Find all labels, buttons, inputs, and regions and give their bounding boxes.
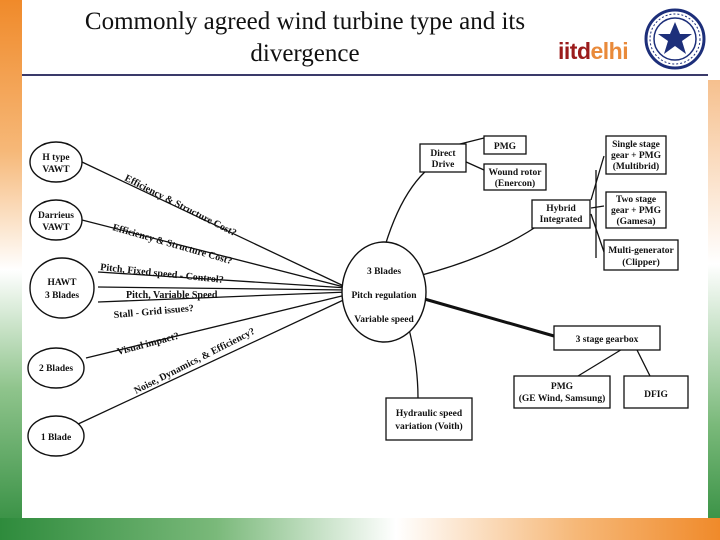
svg-text:HAWT: HAWT <box>47 278 77 288</box>
svg-text:1 Blade: 1 Blade <box>41 433 71 443</box>
edge-labels: Efficiency & Structure Cost? Efficiency … <box>100 173 257 397</box>
title-line-1: Commonly agreed wind turbine type and it… <box>84 8 526 35</box>
edge-label-3: Pitch, Fixed speed - Control? <box>100 262 224 286</box>
flag-band-left <box>0 0 22 540</box>
svg-text:gear + PMG: gear + PMG <box>611 151 662 161</box>
box-dfig <box>623 375 689 409</box>
institute-seal-icon <box>644 8 706 70</box>
svg-text:VAWT: VAWT <box>42 223 70 233</box>
edge-label-6: Visual impact? <box>116 331 180 358</box>
right-box-labels: Direct Drive PMG Wound rotor (Enercon) H… <box>395 140 674 432</box>
node-hawt-3-blades <box>29 257 95 319</box>
header-divider <box>22 74 708 76</box>
svg-text:Variable speed: Variable speed <box>354 315 414 325</box>
svg-text:PMG: PMG <box>494 142 517 152</box>
title-line-2: divergence <box>250 40 360 67</box>
svg-text:3 stage gearbox: 3 stage gearbox <box>576 335 639 345</box>
flag-band-right <box>708 80 720 540</box>
svg-text:DFIG: DFIG <box>644 390 668 400</box>
svg-text:Direct: Direct <box>430 149 456 159</box>
svg-text:3 Blades: 3 Blades <box>367 267 401 277</box>
svg-text:Hybrid: Hybrid <box>546 204 576 214</box>
svg-text:VAWT: VAWT <box>42 165 70 175</box>
svg-text:H type: H type <box>42 153 69 163</box>
box-two-stage <box>605 191 667 229</box>
slide-title: Commonly agreed wind turbine type and it… <box>40 6 570 70</box>
svg-text:Two stage: Two stage <box>616 195 656 205</box>
svg-text:(Clipper): (Clipper) <box>622 257 659 268</box>
edge-label-5: Stall - Grid issues? <box>113 303 194 321</box>
svg-text:Integrated: Integrated <box>540 215 583 225</box>
svg-text:Drive: Drive <box>432 160 455 170</box>
box-wound-rotor <box>483 163 547 191</box>
svg-text:(Enercon): (Enercon) <box>495 178 535 189</box>
edge-label-4: Pitch, Variable Speed <box>126 290 218 301</box>
center-node: 3 Blades Pitch regulation Variable speed <box>341 241 427 343</box>
svg-text:gear + PMG: gear + PMG <box>611 206 662 216</box>
svg-text:variation (Voith): variation (Voith) <box>395 421 462 432</box>
svg-text:PMG: PMG <box>551 382 574 392</box>
box-multi-generator <box>603 239 679 271</box>
svg-text:Darrieus: Darrieus <box>38 211 74 221</box>
wind-turbine-diagram: H type VAWT Darrieus VAWT HAWT 3 Blades … <box>27 135 689 457</box>
svg-text:2 Blades: 2 Blades <box>39 364 73 374</box>
flag-band-bottom <box>0 518 720 540</box>
svg-text:Multi-generator: Multi-generator <box>608 246 674 256</box>
svg-text:Pitch regulation: Pitch regulation <box>351 291 417 301</box>
left-nodes: H type VAWT Darrieus VAWT HAWT 3 Blades … <box>27 141 95 457</box>
box-pmg-ge-wind <box>513 375 611 409</box>
node-htype-vawt <box>29 141 83 183</box>
box-hybrid-integrated <box>531 199 591 229</box>
box-hydraulic <box>385 397 473 441</box>
box-3-stage-gearbox <box>553 325 661 351</box>
edge-label-7: Noise, Dynamics, & Efficiency? <box>132 326 257 397</box>
svg-text:(GE Wind, Samsung): (GE Wind, Samsung) <box>519 393 606 404</box>
svg-text:(Gamesa): (Gamesa) <box>616 216 655 227</box>
svg-text:Hydraulic speed: Hydraulic speed <box>396 409 463 419</box>
svg-text:(Multibrid): (Multibrid) <box>613 161 659 172</box>
svg-text:Wound rotor: Wound rotor <box>489 168 543 178</box>
node-darrieus-vawt <box>29 199 83 241</box>
node-2-blades <box>27 347 85 389</box>
svg-text:Single stage: Single stage <box>612 140 660 150</box>
box-single-stage <box>605 135 667 175</box>
node-1-blade <box>27 415 85 457</box>
box-direct-drive <box>419 143 467 173</box>
convergence-lines <box>75 161 353 426</box>
iit-delhi-logo-text: iitdelhi <box>558 38 629 64</box>
right-boxes <box>385 135 689 441</box>
svg-text:3 Blades: 3 Blades <box>45 291 79 301</box>
box-pmg <box>483 135 527 155</box>
